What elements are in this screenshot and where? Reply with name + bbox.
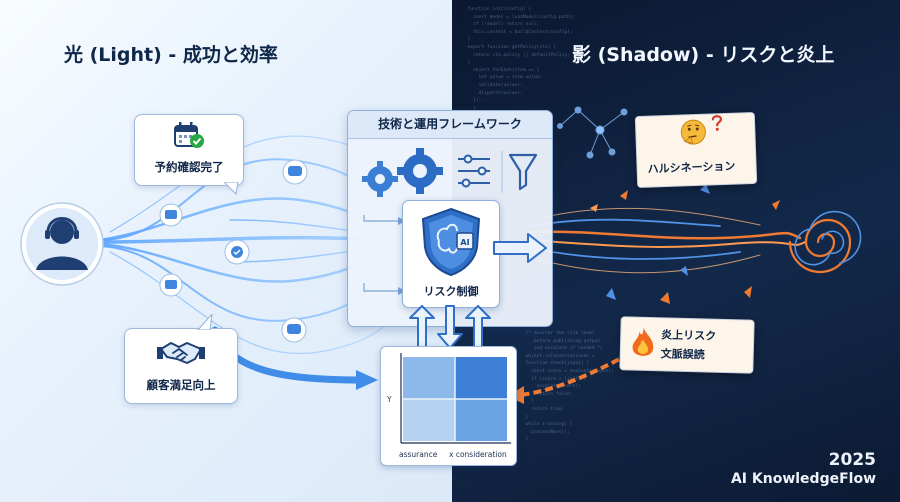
risk-control-label: リスク制御 <box>423 285 479 298</box>
satisfaction-card-tail <box>197 314 213 330</box>
framework-header: 技術と運用フレームワーク <box>348 111 552 139</box>
network-graph-icon <box>557 106 628 159</box>
risk-control-card: AI リスク制御 <box>402 200 500 308</box>
booking-card: 予約確認完了 <box>134 114 244 186</box>
code-texture-bottom: /* monitor the risk level before publish… <box>525 331 615 443</box>
flame-risk-label: 炎上リスク <box>661 328 717 343</box>
question-mark-icon <box>711 115 723 131</box>
shadow-flow-lines <box>528 207 806 274</box>
swirl-vortex-icon <box>788 210 862 274</box>
light-title: 光 (Light) - 成功と効率 <box>64 44 278 66</box>
calendar-check-icon <box>174 122 204 148</box>
funnel-icon <box>508 153 538 191</box>
shadow-title: 影 (Shadow) - リスクと炎上 <box>572 44 835 66</box>
sliders-icon <box>458 154 490 188</box>
debris-shards <box>590 184 780 304</box>
handshake-icon <box>157 342 205 364</box>
booking-label: 予約確認完了 <box>154 160 224 174</box>
matrix-x-label-right: x consideration <box>449 450 507 459</box>
gear-icon <box>362 161 398 197</box>
output-arrow <box>493 233 547 263</box>
feedback-arrows <box>409 305 491 349</box>
light-glow <box>0 0 230 230</box>
hallucination-tag: ハルシネーション <box>634 111 758 189</box>
satisfaction-label: 顧客満足向上 <box>146 378 216 392</box>
assurance-matrix: Y assurance x consideration <box>380 346 517 466</box>
satisfaction-card: 顧客満足向上 <box>124 328 238 404</box>
framework-tools <box>362 148 538 197</box>
matrix-x-label-left: assurance <box>399 450 438 459</box>
matrix-grid <box>400 353 511 444</box>
chat-nodes <box>159 159 308 343</box>
context-misread-label: 文脈誤読 <box>660 347 705 362</box>
person-headset-icon <box>20 202 104 286</box>
ai-chip-text: AI <box>460 238 469 247</box>
hallucination-label: ハルシネーション <box>647 159 736 176</box>
fire-icon <box>632 327 654 356</box>
brain-shield-icon: AI <box>421 207 481 277</box>
booking-card-tail <box>224 182 239 196</box>
footer-brand: AI KnowledgeFlow <box>730 471 876 487</box>
matrix-y-label: Y <box>387 395 392 404</box>
gear-icon <box>397 148 443 194</box>
thinking-face-icon <box>680 119 706 145</box>
footer-year: 2025 <box>828 450 876 470</box>
satisfaction-arrow-head <box>356 370 378 390</box>
flame-risk-tag: 炎上リスク 文脈誤読 <box>619 316 755 374</box>
